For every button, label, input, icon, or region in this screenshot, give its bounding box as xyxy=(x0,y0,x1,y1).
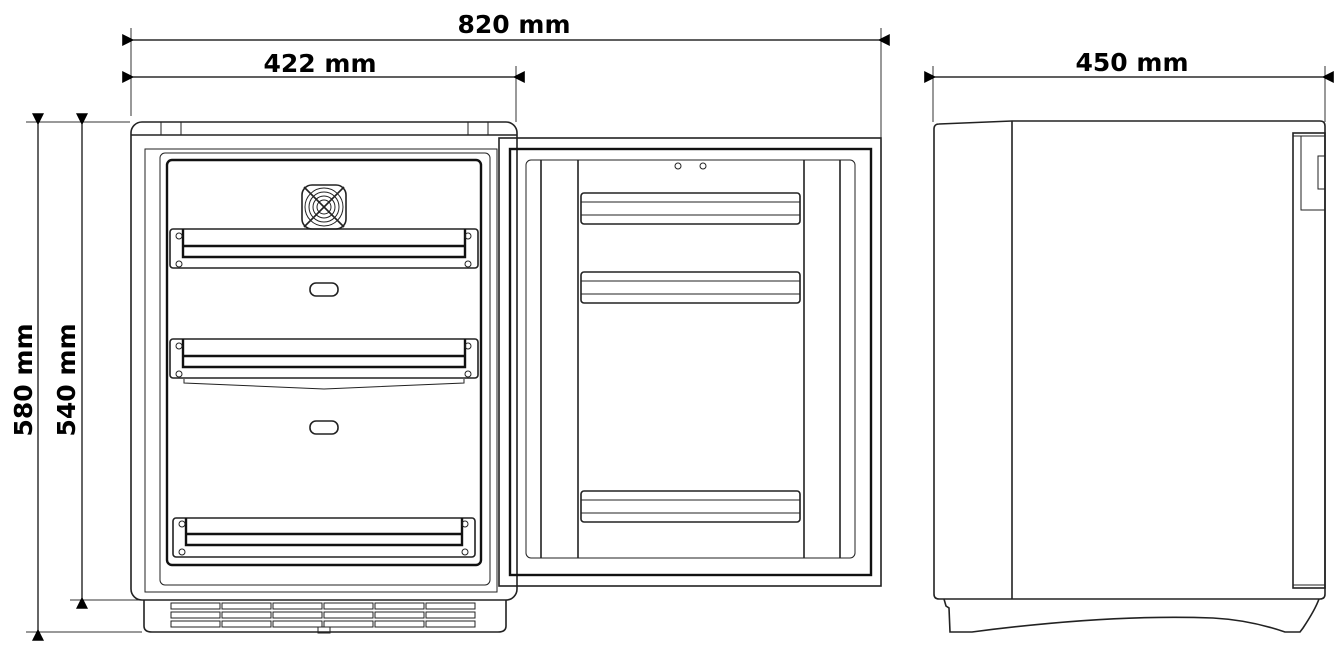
front-view xyxy=(130,121,518,634)
door-shelf xyxy=(580,490,801,523)
base xyxy=(143,600,507,633)
dimension-540: 540 mm xyxy=(52,113,140,609)
handle-slot xyxy=(309,420,339,435)
door-shelf xyxy=(580,271,801,304)
dimension-label-540: 540 mm xyxy=(52,324,81,437)
side-base xyxy=(943,598,1320,633)
dimension-label-422: 422 mm xyxy=(264,49,377,78)
fan-icon xyxy=(301,184,347,230)
dimension-422: 422 mm xyxy=(122,49,525,122)
dimension-820: 820 mm xyxy=(122,10,890,138)
dimension-label-820: 820 mm xyxy=(458,10,571,39)
shelf-3 xyxy=(172,517,476,558)
door-view xyxy=(498,137,882,587)
shelf-1 xyxy=(169,228,479,269)
shelf-2 xyxy=(169,338,479,390)
vent-grille xyxy=(170,602,476,628)
dimension-label-450: 450 mm xyxy=(1076,48,1189,77)
dimension-580: 580 mm xyxy=(9,113,142,641)
handle-slot xyxy=(309,282,339,297)
door-shelf xyxy=(580,192,801,225)
dimension-450: 450 mm xyxy=(924,48,1334,122)
side-view xyxy=(933,120,1326,633)
dimension-label-580: 580 mm xyxy=(9,324,38,437)
